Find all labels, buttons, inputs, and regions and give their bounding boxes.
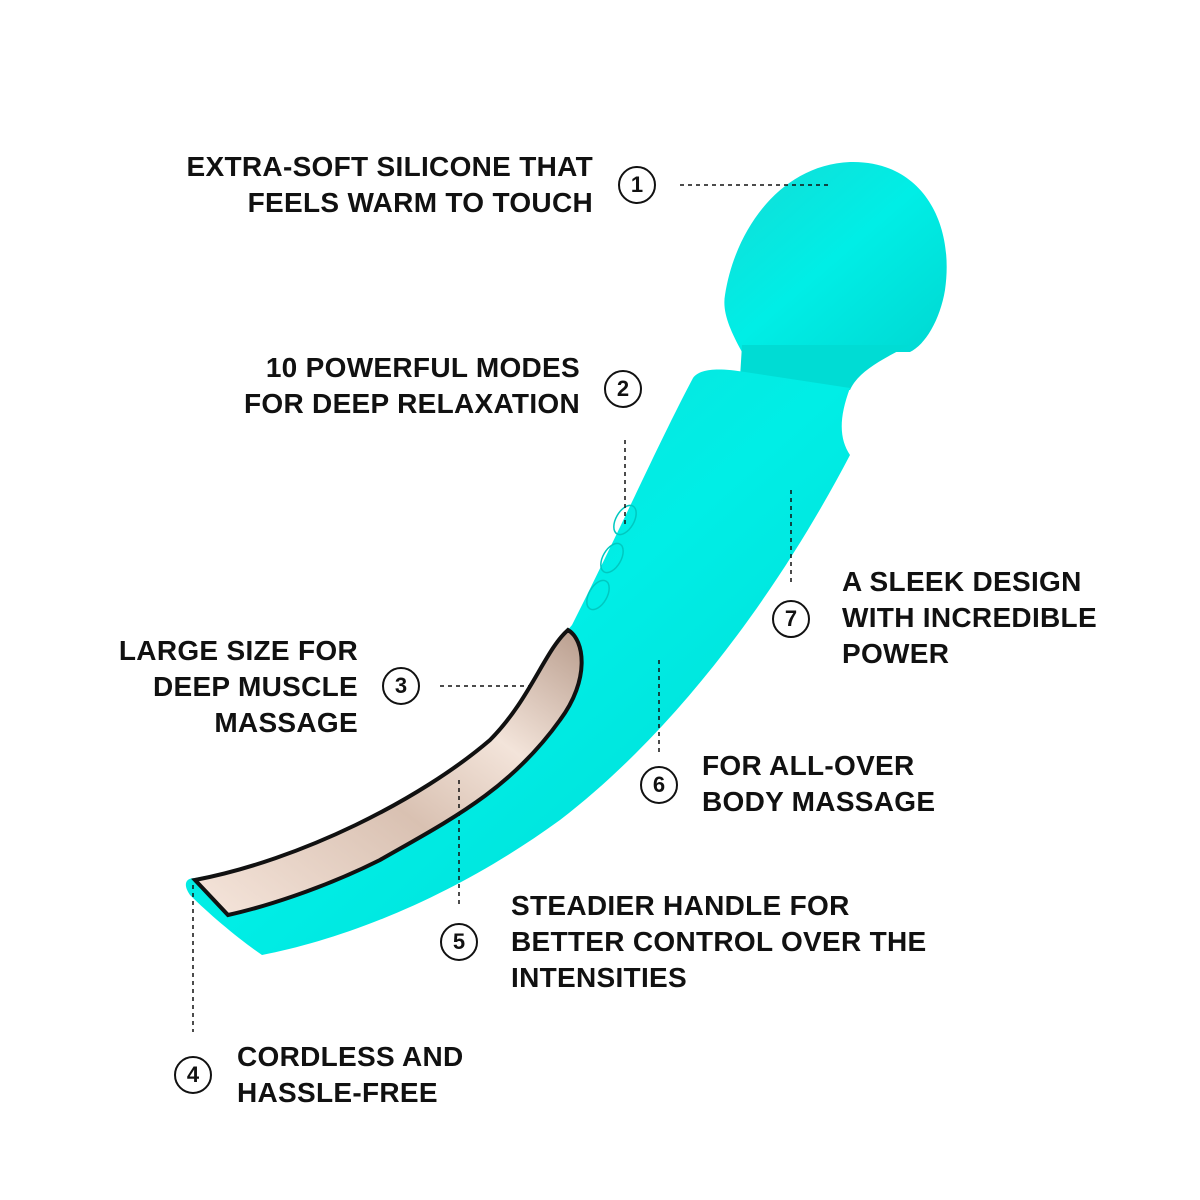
metal-handle-insert: [191, 627, 584, 918]
callout-line: EXTRA-SOFT SILICONE THAT: [186, 151, 593, 182]
wand-body: [185, 369, 851, 955]
callout-line: INTENSITIES: [511, 962, 687, 993]
callout-4-number: 4: [174, 1056, 212, 1094]
callout-line: FOR DEEP RELAXATION: [243, 388, 580, 419]
callout-line: HASSLE-FREE: [237, 1077, 438, 1108]
callout-line: STEADIER HANDLE FOR: [511, 890, 850, 921]
callout-3-text: LARGE SIZE FOR DEEP MUSCLE MASSAGE: [119, 633, 358, 741]
callout-6-text: FOR ALL-OVER BODY MASSAGE: [702, 748, 935, 820]
callout-5-number: 5: [440, 923, 478, 961]
callout-7-number: 7: [772, 600, 810, 638]
logo-emboss: [586, 504, 637, 611]
callout-2-number: 2: [604, 370, 642, 408]
callout-2-text: 10 POWERFUL MODES FOR DEEP RELAXATION: [244, 350, 580, 422]
callout-1-number: 1: [618, 166, 656, 204]
callout-3-number: 3: [382, 667, 420, 705]
callout-line: A SLEEK DESIGN: [842, 566, 1082, 597]
callout-7-text: A SLEEK DESIGN WITH INCREDIBLE POWER: [842, 564, 1097, 672]
callout-line: MASSAGE: [214, 707, 358, 738]
callout-6-number: 6: [640, 766, 678, 804]
callout-line: BODY MASSAGE: [702, 786, 936, 817]
wand-head: [724, 161, 947, 352]
callout-line: WITH INCREDIBLE: [842, 602, 1097, 633]
callout-line: BETTER CONTROL OVER THE: [511, 926, 927, 957]
leader-lines: [192, 184, 828, 1032]
callout-line: 10 POWERFUL MODES: [265, 352, 580, 383]
callout-1-text: EXTRA-SOFT SILICONE THAT FEELS WARM TO T…: [187, 149, 593, 221]
callout-5-text: STEADIER HANDLE FOR BETTER CONTROL OVER …: [511, 888, 927, 996]
callout-line: FEELS WARM TO TOUCH: [247, 187, 593, 218]
callout-line: CORDLESS AND: [237, 1041, 464, 1072]
callout-4-text: CORDLESS AND HASSLE-FREE: [237, 1039, 464, 1111]
callout-line: FOR ALL-OVER: [702, 750, 915, 781]
callout-line: LARGE SIZE FOR: [118, 635, 358, 666]
callout-line: POWER: [842, 638, 950, 669]
callout-line: DEEP MUSCLE: [152, 671, 358, 702]
